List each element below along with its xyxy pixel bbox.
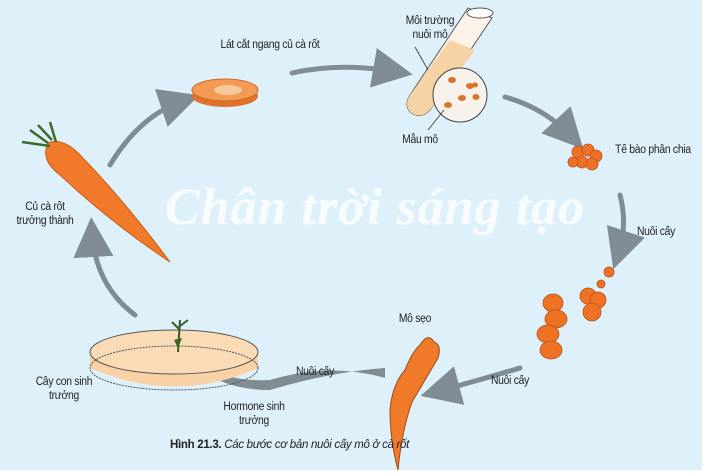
arrow-slice-to-tube (289, 48, 413, 88)
label-hormone: Hormone sinh trưởng (223, 401, 285, 427)
tissue-sample-magnified (414, 46, 488, 131)
arrow-carrot-to-slice (107, 88, 200, 168)
cycle-arrows (73, 48, 645, 405)
arrow-cluster-to-callus (420, 365, 523, 405)
label-culture-1: Nuôi cấy (636, 226, 676, 238)
carrot-slice-icon (191, 78, 259, 107)
arrow-tube-to-cells (502, 94, 584, 149)
label-medium: Môi trường nuôi mô (405, 15, 455, 41)
label-carrot: Củ cà rốt trưởng thành (16, 201, 74, 227)
label-culture-2: Nuôi cấy (490, 375, 530, 387)
figure-caption: Hình 21.3. Các bước cơ bản nuôi cấy mô ở… (170, 439, 409, 451)
arrow-cells-down (606, 192, 645, 270)
callus-icon (389, 337, 440, 470)
carrot-icon (21, 121, 171, 263)
caption-number: Hình 21.3. (170, 439, 222, 451)
label-callus: Mô sẹo (398, 313, 432, 325)
label-dividing-cells: Tế bào phân chia (615, 144, 691, 156)
cell-clusters-icon (536, 266, 615, 360)
label-slice: Lát cắt ngang củ cà rốt (220, 39, 320, 51)
dividing-cells-icon (567, 143, 603, 171)
label-seedling: Cây con sinh trưởng (35, 376, 93, 402)
watermark: Chân trời sáng tạo (165, 179, 586, 236)
arrow-callus-to-dish (186, 358, 385, 390)
label-culture-3: Nuôi cấy (295, 366, 335, 378)
label-sample: Mẫu mô (402, 134, 438, 146)
arrow-dish-to-carrot (73, 217, 138, 318)
petri-dish-icon (89, 319, 259, 391)
caption-text: Các bước cơ bản nuôi cấy mô ở cà rốt (224, 439, 410, 451)
